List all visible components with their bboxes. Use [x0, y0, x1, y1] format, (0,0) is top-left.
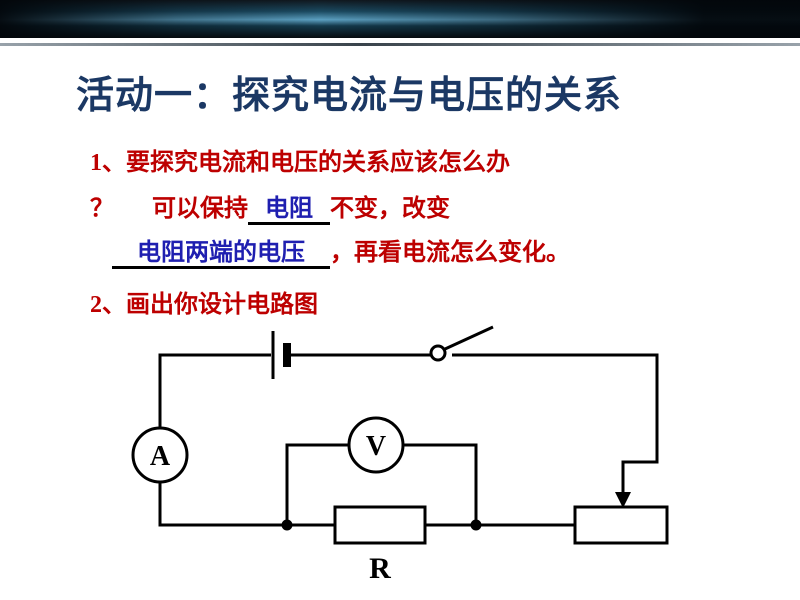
slide-header-underline	[0, 43, 800, 46]
wire-switch-to-rheostat	[452, 353, 659, 494]
slide-title: 活动一：探究电流与电压的关系	[76, 75, 623, 117]
wire-top-left	[158, 353, 271, 428]
ammeter-label: A	[150, 441, 171, 472]
fill-text-before: 可以保持	[152, 196, 248, 222]
ammeter-circle	[131, 426, 189, 484]
blank-answer-voltage: 电阻两端的电压	[112, 240, 330, 270]
question1-line2: ？ 可以保持电阻不变，改变	[90, 188, 450, 226]
resistor-label: R	[369, 552, 391, 585]
blank-answer-resistance: 电阻	[248, 196, 330, 226]
question1-line1: 1、要探究电流和电压的关系应该怎么办	[90, 150, 510, 176]
question2-text: 2、画出你设计电路图	[90, 292, 318, 318]
junction-dot-right	[470, 519, 482, 531]
question-mark: ？	[90, 196, 114, 222]
rheostat-box	[573, 505, 669, 545]
junction-dot-left	[281, 519, 293, 531]
voltmeter-label: V	[366, 431, 386, 462]
slide-header-bar	[0, 0, 800, 38]
question1-line3: 电阻两端的电压，再看电流怎么变化。	[112, 232, 570, 270]
switch-blade	[444, 325, 494, 351]
fill-text-after: ，再看电流怎么变化。	[330, 240, 570, 266]
circuit-diagram: A V	[131, 325, 669, 545]
voltmeter-branch-right	[403, 443, 478, 525]
voltmeter-branch-left	[285, 443, 349, 525]
resistor-box	[333, 505, 427, 545]
wire-left-bottom	[158, 482, 335, 527]
rheostat-slider-arrow	[615, 492, 631, 508]
voltmeter-circle	[347, 416, 405, 474]
fill-text-middle: 不变，改变	[330, 196, 450, 222]
switch-pivot-icon	[429, 344, 447, 362]
